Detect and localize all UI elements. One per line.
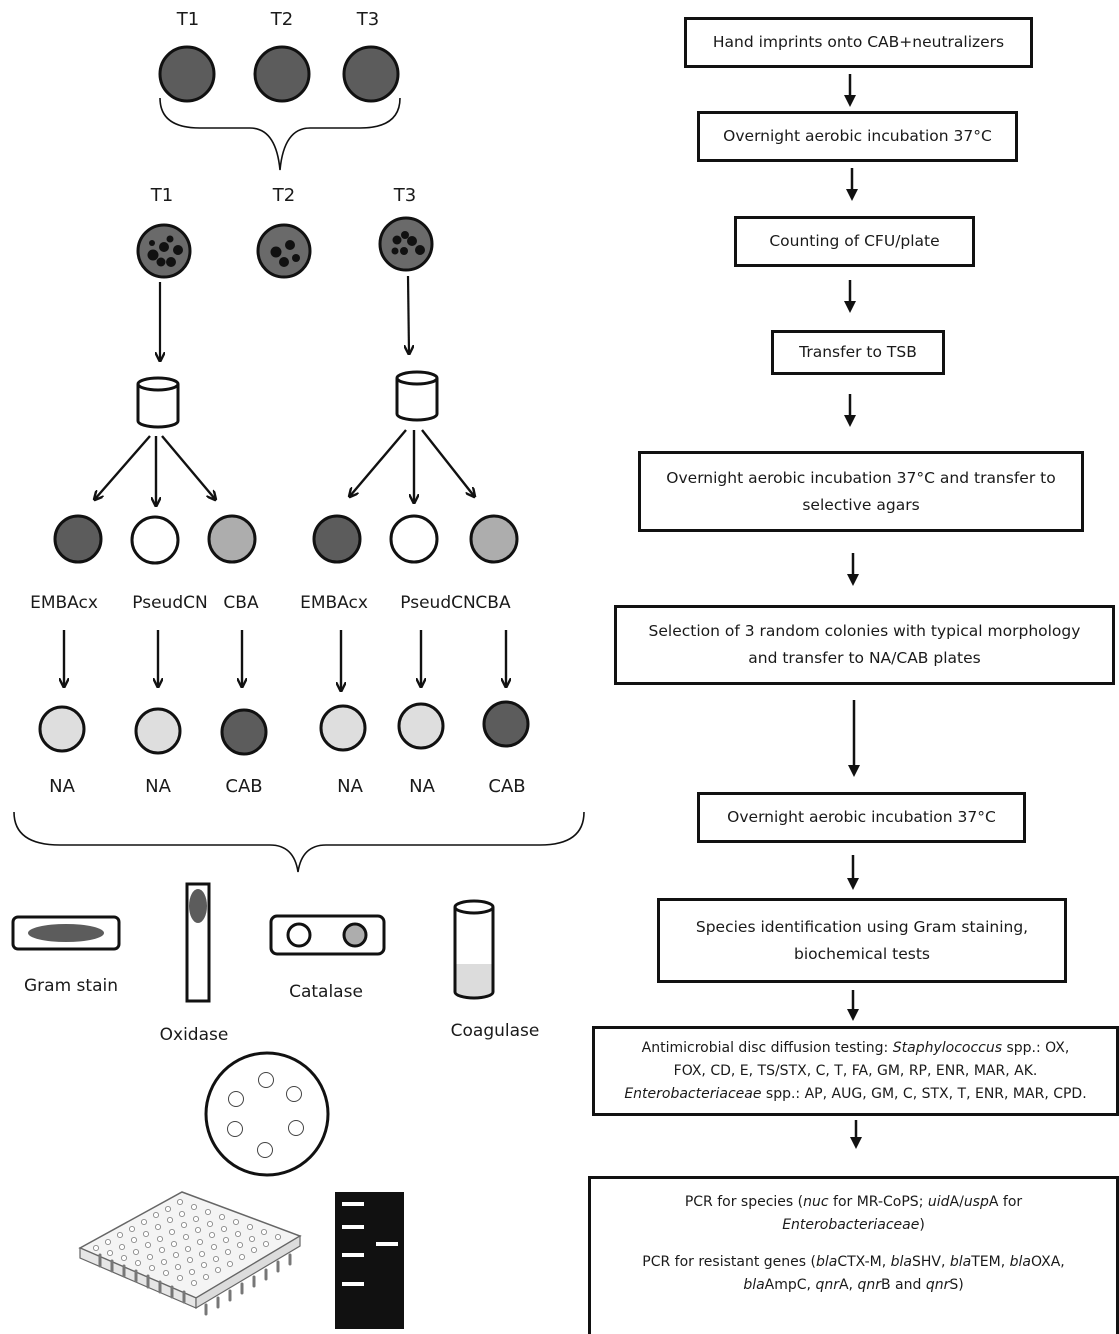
arrow-tube-right-to-embacx [350,429,407,496]
agar-plate-embacx-right [312,514,362,564]
flow-step-species-id-line1: Species identification using Gram staini… [695,917,1029,936]
agar-plate-pseudcn-left [130,515,180,565]
flow-step-hand-imprints-text: Hand imprints onto CAB+neutralizers [712,33,1005,51]
amr-entero-label: Enterobacteriaceae [624,1085,762,1102]
flow-step-select-colonies-line2: and transfer to NA/CAB plates [748,649,981,667]
flow-step-count-cfu: Counting of CFU/plate [734,216,975,267]
flow-step-transfer-tsb-text: Transfer to TSB [799,343,917,361]
oxidase-label: Oxidase [160,1025,229,1045]
flow-step-species-id: Species identification using Gram staini… [657,898,1067,983]
plate-label-3: CAB [225,776,262,797]
disc-diffusion-plate [204,1051,330,1177]
colony-plate-t1 [136,223,192,279]
arrow-t3-to-tube [408,275,409,353]
amr-staph-label: Staphylococcus [892,1039,1003,1056]
arrow-tube-right-to-cba [421,429,474,496]
pcr-96-well-plate [78,1191,302,1316]
plate-label-5: NA [409,776,435,797]
flow-step-incubation-selective-line1: Overnight aerobic incubation 37°C and tr… [666,468,1056,487]
flow-step-incubation-selective: Overnight aerobic incubation 37°C and tr… [638,451,1084,532]
plate-label-1: NA [49,776,75,797]
flow-step-incubation-1-text: Overnight aerobic incubation 37°C [723,127,992,145]
tsb-tube-left [136,376,180,429]
flow-step-select-colonies-line1: Selection of 3 random colonies with typi… [648,622,1081,640]
agar-label-6: CBA [475,593,511,613]
amr-entero-antibiotics: spp.: AP, AUG, GM, C, STX, T, ENR, MAR, … [761,1085,1087,1102]
na-plate-2 [134,707,182,755]
agar-label-5: PseudCN [400,593,475,613]
arrow-tube-left-to-cba [161,435,215,499]
arrow-tube-left-to-embacx [95,435,151,499]
amr-staph-antibiotics: FOX, CD, E, TS/STX, C, T, FA, GM, RP, EN… [673,1062,1038,1079]
oxidase-strip [185,882,211,1003]
na-plate-3 [319,704,367,752]
plate-label-4: NA [337,776,363,797]
colony-plate-t2 [256,223,312,279]
flow-step-count-cfu-text: Counting of CFU/plate [769,232,940,250]
flow-step-select-colonies: Selection of 3 random colonies with typi… [614,605,1115,685]
top-label-t3: T3 [356,9,379,30]
top-label-t2: T2 [270,9,293,30]
agar-plate-embacx-left [53,514,103,564]
mid-label-t2: T2 [272,185,295,206]
agar-plate-cba-left [207,514,257,564]
colony-plate-t3 [378,216,434,272]
pcr-genes-line1: PCR for resistant genes (blaCTX-M, blaSH… [642,1254,1065,1270]
flow-step-antimicrobial-testing: Antimicrobial disc diffusion testing: St… [592,1026,1119,1116]
top-plate-t3 [342,45,400,103]
na-plate-4 [397,702,445,750]
gram-stain-slide [11,915,121,951]
flow-step-incubation-2-text: Overnight aerobic incubation 37°C [727,808,996,826]
agar-label-1: EMBAcx [30,593,98,613]
top-brace [159,97,401,171]
pcr-species-line1: PCR for species (nuc for MR-CoPS; uidA/u… [684,1194,1023,1210]
agar-plate-cba-right [469,514,519,564]
pcr-species-line2: Enterobacteriaceae) [782,1217,925,1233]
amr-text-1: Antimicrobial disc diffusion testing: [641,1039,893,1056]
plate-label-2: NA [145,776,171,797]
cab-plate-2 [482,700,530,748]
amr-text-3: spp.: OX, [1002,1039,1070,1056]
cab-plate-1 [220,708,268,756]
coagulase-tube [453,899,495,1000]
top-label-t1: T1 [176,9,199,30]
flow-step-transfer-tsb: Transfer to TSB [771,330,945,375]
coagulase-label: Coagulase [451,1021,540,1041]
mid-label-t3: T3 [393,185,416,206]
top-plate-t2 [253,45,311,103]
catalase-label: Catalase [289,982,363,1002]
catalase-slide [269,914,386,956]
agar-label-4: EMBAcx [300,593,368,613]
na-plate-1 [38,705,86,753]
mid-label-t1: T1 [150,185,173,206]
bottom-brace [13,811,585,873]
tsb-tube-right [395,370,439,422]
flow-step-hand-imprints: Hand imprints onto CAB+neutralizers [684,17,1033,68]
agar-label-2: PseudCN [132,593,207,613]
flow-step-incubation-selective-line2: selective agars [802,495,920,514]
flow-step-incubation-2: Overnight aerobic incubation 37°C [697,792,1026,843]
agar-plate-pseudcn-right [389,514,439,564]
top-plate-t1 [158,45,216,103]
electrophoresis-gel [335,1192,404,1329]
left-workflow-diagram: T1 T2 T3 T1 T2 T3 [11,9,585,1329]
flow-step-species-id-line2: biochemical tests [793,944,930,963]
flow-step-pcr: PCR for species (nuc for MR-CoPS; uidA/u… [588,1176,1119,1334]
plate-label-6: CAB [488,776,525,797]
gram-stain-label: Gram stain [24,976,118,996]
agar-label-3: CBA [223,593,259,613]
pcr-genes-line2: blaAmpC, qnrA, qnrB and qnrS) [743,1277,964,1293]
flow-step-incubation-1: Overnight aerobic incubation 37°C [697,111,1018,162]
